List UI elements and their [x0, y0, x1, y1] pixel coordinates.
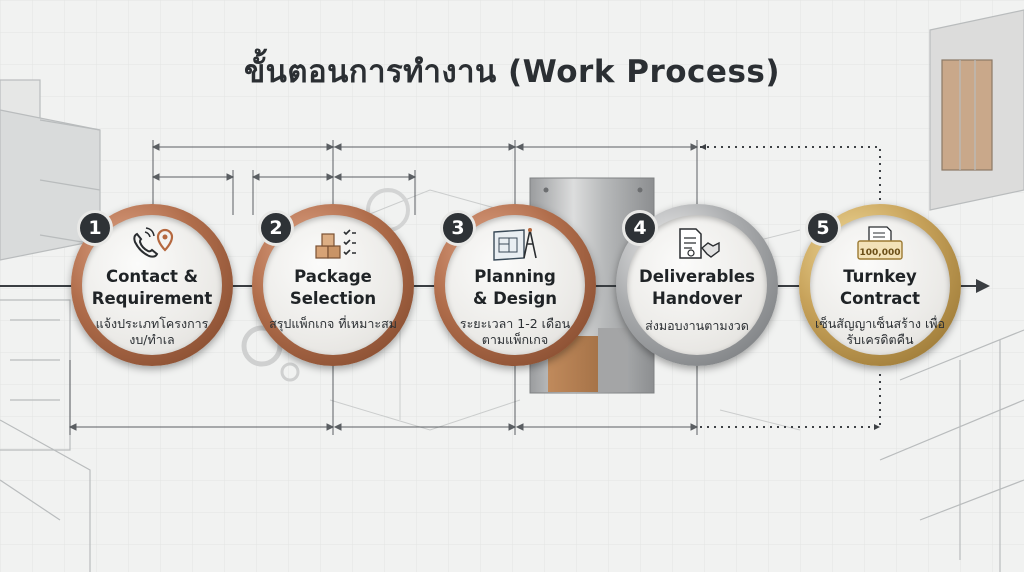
step-planning-design: 3 Planning & Design ระยะเวลา 1-2 เดือน ต…: [434, 204, 596, 366]
step-contact-requirement: 1 Contact & Requirement แจ้งประเภทโครงกา…: [71, 204, 233, 366]
step-name: Deliverables Handover: [639, 267, 755, 308]
step-package-selection: 2 Package Selection สรุปแพ็กเกจ ที่เหมาะ…: [252, 204, 414, 366]
building-sketch-left: [0, 79, 101, 572]
step-number-badge: 1: [77, 210, 113, 246]
building-sketch-right: [879, 9, 1024, 572]
phone-location-icon: [133, 227, 174, 258]
boxes-checklist-icon: [315, 229, 356, 259]
step-name: Planning & Design: [472, 267, 558, 308]
page-title: ขั้นตอนการทำงาน (Work Process): [243, 54, 781, 90]
step-description: เซ็นสัญญาเซ็นสร้าง เพื่อรับเครดิตคืน: [815, 316, 946, 347]
step-number-badge: 3: [440, 210, 476, 246]
step-description: ส่งมอบงานตามงวด: [645, 318, 749, 333]
cheque-amount: 100,000: [860, 248, 901, 258]
step-number-badge: 5: [805, 210, 841, 246]
process-arrow-head: [976, 279, 990, 293]
step-description: ระยะเวลา 1-2 เดือน ตามแพ็กเกจ: [459, 316, 571, 347]
blueprint-compass-icon: [493, 228, 537, 261]
dotted-connector: [700, 146, 881, 428]
step-deliverables-handover: 4 Deliverables Handover ส่งมอบงานตามงวด: [616, 204, 778, 366]
dimension-lines: [68, 140, 699, 435]
step-description: แจ้งประเภทโครงการ งบ/ทำเล: [95, 316, 209, 347]
document-handshake-icon: [679, 228, 720, 259]
step-number-badge: 4: [622, 210, 658, 246]
step-description: สรุปแพ็กเกจ ที่เหมาะสม: [269, 316, 397, 331]
step-turnkey-contract: 5 100,000 Turnkey Contract เซ็นสัญญาเซ็น…: [799, 204, 961, 366]
contract-cheque-icon: 100,000: [857, 226, 903, 260]
step-name: Package Selection: [289, 267, 377, 308]
step-number-badge: 2: [258, 210, 294, 246]
step-name: Contact & Requirement: [91, 267, 213, 308]
step-name: Turnkey Contract: [839, 267, 921, 308]
